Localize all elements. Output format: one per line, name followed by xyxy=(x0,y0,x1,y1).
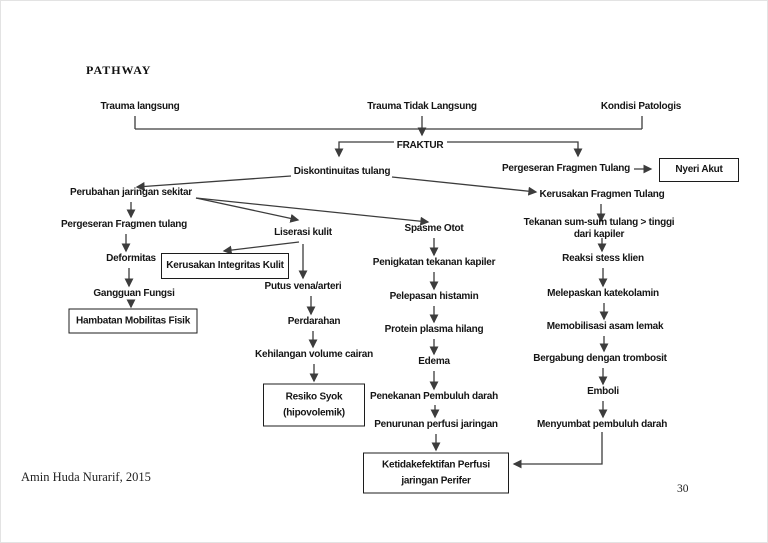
node-ketidakefektifan-perfusi-jaringan-perifer: Ketidakefektifan Perfusi jaringan Perife… xyxy=(363,452,509,494)
flow-edge-5 xyxy=(447,141,583,158)
flow-edge-4 xyxy=(334,141,394,158)
node-kondisi-patologis: Kondisi Patologis xyxy=(600,101,682,112)
node-trauma-tidak-langsung: Trauma Tidak Langsung xyxy=(367,101,477,112)
node-edema: Edema xyxy=(418,356,450,367)
node-perdarahan: Perdarahan xyxy=(287,316,341,327)
node-kerusakan-fragmen-tulang: Kerusakan Fragmen Tulang xyxy=(539,189,665,200)
node-menyumbat-pembuluh-darah: Menyumbat pembuluh darah xyxy=(536,419,668,430)
node-kehilangan-volume-cairan: Kehilangan volume cairan xyxy=(255,349,373,360)
node-pergeseran-fragmen-tulang-atas: Pergeseran Fragmen Tulang xyxy=(501,163,631,174)
node-reaksi-stess-klien: Reaksi stess klien xyxy=(562,253,644,264)
node-fraktur: FRAKTUR xyxy=(396,140,444,151)
node-bergabung-dengan-trombosit: Bergabung dengan trombosit xyxy=(533,353,667,364)
flow-edge-8 xyxy=(391,176,538,196)
node-kerusakan-integritas-kulit: Kerusakan Integritas Kulit xyxy=(161,253,289,279)
page-number: 30 xyxy=(677,483,689,495)
node-diskontinuitas-tulang: Diskontinuitas tulang xyxy=(293,166,391,177)
node-perubahan-jaringan-sekitar: Perubahan jaringan sekitar xyxy=(70,187,192,198)
node-pelepasan-histamin: Pelepasan histamin xyxy=(389,291,479,302)
node-resiko-syok: Resiko Syok (hipovolemik) xyxy=(263,383,365,427)
node-pergeseran-fragmen-tulang-kiri: Pergeseran Fragmen tulang xyxy=(60,219,188,230)
node-gangguan-fungsi: Gangguan Fungsi xyxy=(93,288,175,299)
flow-edge-34 xyxy=(512,432,603,469)
node-nyeri-akut: Nyeri Akut xyxy=(659,158,739,182)
source-citation: Amin Huda Nurarif, 2015 xyxy=(21,470,151,484)
node-liserasi-kulit: Liserasi kulit xyxy=(274,227,332,238)
node-emboli: Emboli xyxy=(587,386,619,397)
node-putus-vena-arteri: Putus vena/arteri xyxy=(264,281,342,292)
node-protein-plasma-hilang: Protein plasma hilang xyxy=(384,324,484,335)
flow-edge-15 xyxy=(222,241,300,255)
node-memobilisasi-asam-lemak: Memobilisasi asam lemak xyxy=(546,321,664,332)
flow-edge-11 xyxy=(195,197,430,226)
node-hambatan-mobilitas-fisik: Hambatan Mobilitas Fisik xyxy=(68,308,198,334)
node-penurunan-perfusi-jaringan: Penurunan perfusi jaringan xyxy=(374,419,498,430)
flow-edge-10 xyxy=(195,197,300,223)
node-penekanan-pembuluh-darah: Penekanan Pembuluh darah xyxy=(370,391,498,402)
node-trauma-langsung: Trauma langsung xyxy=(100,101,180,112)
flow-edge-7 xyxy=(135,175,292,191)
node-deformitas: Deformitas xyxy=(106,253,156,264)
node-tekanan-sumsum-tulang: Tekanan sum-sum tulang > tinggi dari kap… xyxy=(523,217,675,240)
node-penigkatan-tekanan-kapiler: Penigkatan tekanan kapiler xyxy=(372,257,496,268)
page-title: PATHWAY xyxy=(86,63,152,77)
node-spasme-otot: Spasme Otot xyxy=(404,223,464,234)
node-melepaskan-katekolamin: Melepaskan katekolamin xyxy=(547,288,659,299)
